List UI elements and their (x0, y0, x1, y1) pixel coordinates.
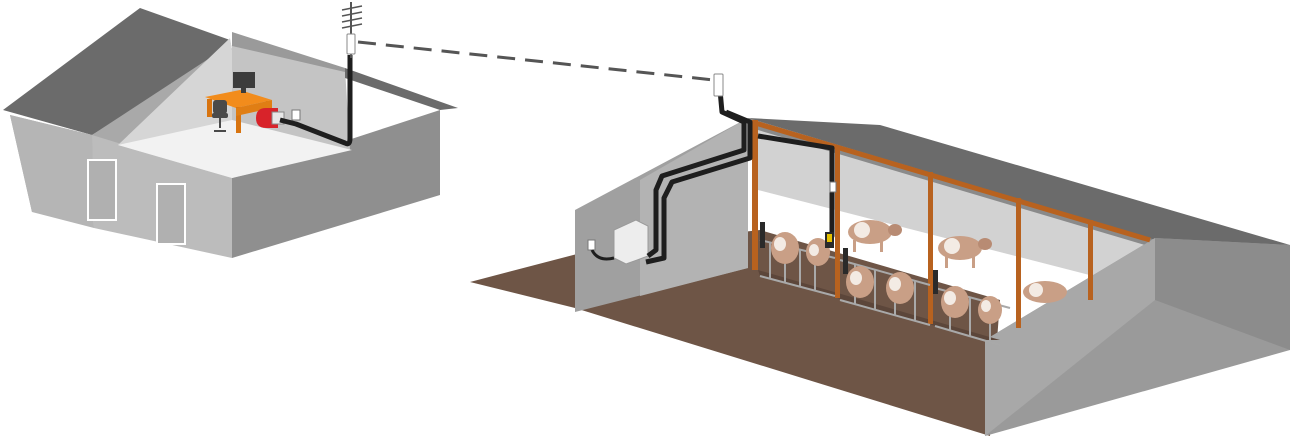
barn-back-interior (758, 130, 1148, 290)
power-outlet-icon (587, 239, 596, 251)
antenna-icon (341, 2, 363, 58)
cow-icon (848, 220, 902, 252)
barn-right-end (1155, 238, 1290, 350)
barn-cable-second (645, 109, 753, 265)
farmhouse-cable (279, 55, 353, 147)
farmhouse-roof (3, 8, 232, 135)
farmhouse-front-wall (10, 115, 94, 228)
outlet-cable (590, 249, 615, 261)
barn (470, 73, 1290, 436)
farmhouse-door-right (156, 183, 186, 245)
cow-icon (978, 296, 1002, 324)
stall-floor (758, 270, 1000, 340)
farmhouse-right-wall (232, 110, 440, 258)
camera-icon (760, 222, 938, 294)
cow-icon (938, 236, 992, 268)
stall-device-icon (825, 181, 837, 248)
cow-icon (1023, 281, 1067, 303)
cow-group (771, 220, 1067, 324)
office-chair-icon (212, 100, 228, 132)
computer-icon (233, 72, 255, 93)
barn-roof (748, 118, 1290, 245)
cow-icon (771, 232, 799, 264)
wireless-link (357, 40, 715, 82)
cow-icon (806, 238, 830, 266)
cow-icon (941, 286, 969, 318)
farmhouse-gable-right (232, 32, 345, 72)
power-outlet-icon (291, 109, 301, 121)
farmhouse-door-left (87, 159, 117, 221)
barn-left-wall-face (640, 118, 748, 296)
office-floor (118, 120, 352, 178)
farmhouse (3, 2, 458, 258)
cow-icon (846, 266, 874, 298)
cow-icon (886, 272, 914, 304)
wifi-relay-icon (713, 73, 724, 97)
farmhouse-roof-right (345, 68, 458, 110)
barn-timber-frame (751, 119, 1151, 328)
barn-front-cut (985, 238, 1155, 436)
